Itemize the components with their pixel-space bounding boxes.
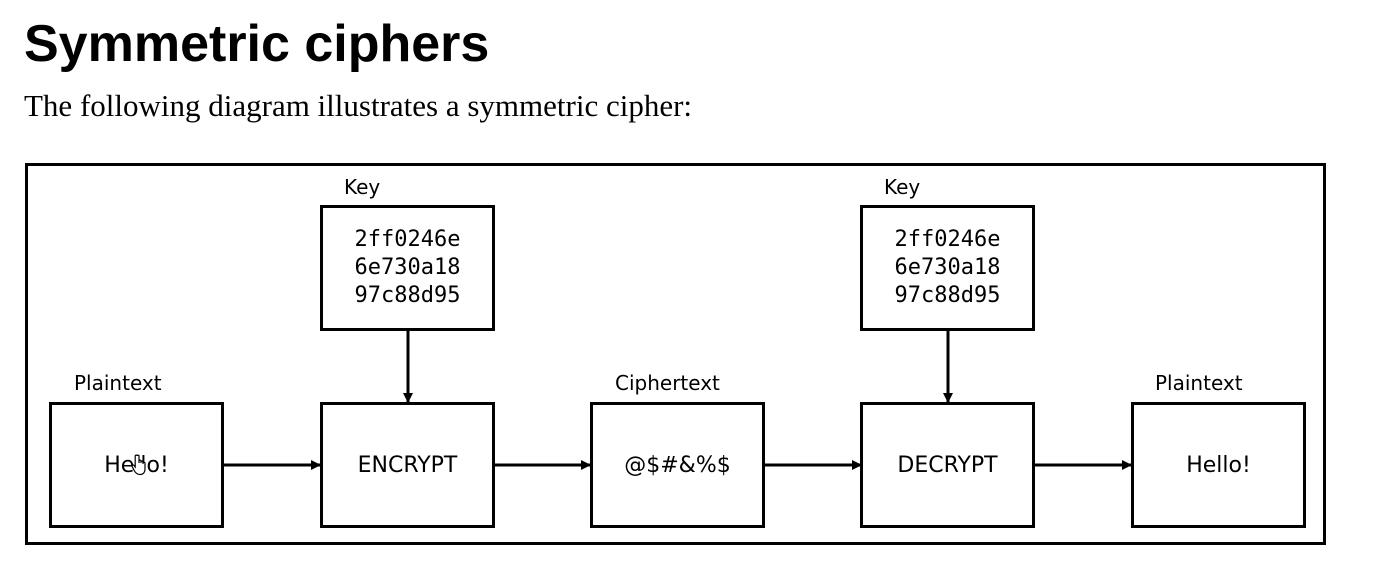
page-title: Symmetric ciphers	[24, 15, 490, 73]
diagram-arrows	[224, 331, 1132, 470]
encrypt-text: ENCRYPT	[357, 452, 458, 478]
ciphertext-text: @$#&%$	[624, 452, 731, 478]
key-right-line-2: 6e730a18	[894, 255, 1001, 280]
plaintext-in-box: Hello!	[49, 402, 224, 528]
key-right-line-3: 97c88d95	[894, 283, 1001, 308]
key-right-line-1: 2ff0246e	[894, 227, 1001, 252]
encrypt-box: ENCRYPT	[320, 402, 495, 528]
key-left-line-2: 6e730a18	[354, 255, 461, 280]
plaintext-in-label: Plaintext	[74, 371, 162, 395]
plaintext-out-box: Hello!	[1131, 402, 1306, 528]
plaintext-out-label: Plaintext	[1155, 371, 1243, 395]
decrypt-text: DECRYPT	[897, 452, 998, 478]
hand-cursor-icon	[131, 454, 146, 476]
ciphertext-box: @$#&%$	[590, 402, 765, 528]
cipher-diagram: Key 2ff0246e 6e730a18 97c88d95 Key 2ff02…	[25, 163, 1326, 545]
ciphertext-label: Ciphertext	[615, 371, 720, 395]
plaintext-out-text: Hello!	[1186, 452, 1251, 478]
key-left-line-3: 97c88d95	[354, 283, 461, 308]
decrypt-box: DECRYPT	[860, 402, 1035, 528]
intro-text: The following diagram illustrates a symm…	[24, 88, 693, 123]
key-left-line-1: 2ff0246e	[354, 227, 461, 252]
key-right-box: 2ff0246e 6e730a18 97c88d95	[860, 205, 1035, 331]
key-left-label: Key	[344, 175, 381, 199]
key-left-box: 2ff0246e 6e730a18 97c88d95	[320, 205, 495, 331]
key-right-label: Key	[884, 175, 921, 199]
